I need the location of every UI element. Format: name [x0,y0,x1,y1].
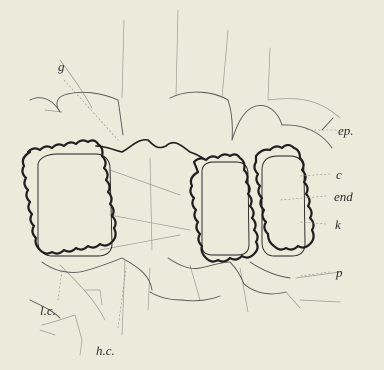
label-hc: h.c. [96,344,115,357]
arch-wall [96,140,206,160]
right-cell [254,145,313,256]
lower-parenchyma [30,258,290,318]
label-k: k [335,218,341,231]
label-p: p [336,266,343,279]
middle-cell [190,154,257,261]
label-c: c [336,168,342,181]
leader-lines [58,80,336,328]
left-cell-lc [22,140,115,256]
epidermis-cells [30,92,333,148]
label-end: end [334,190,353,203]
label-ep: ep. [338,124,354,137]
label-lc: l.c. [40,304,56,317]
label-g: g [58,60,65,73]
